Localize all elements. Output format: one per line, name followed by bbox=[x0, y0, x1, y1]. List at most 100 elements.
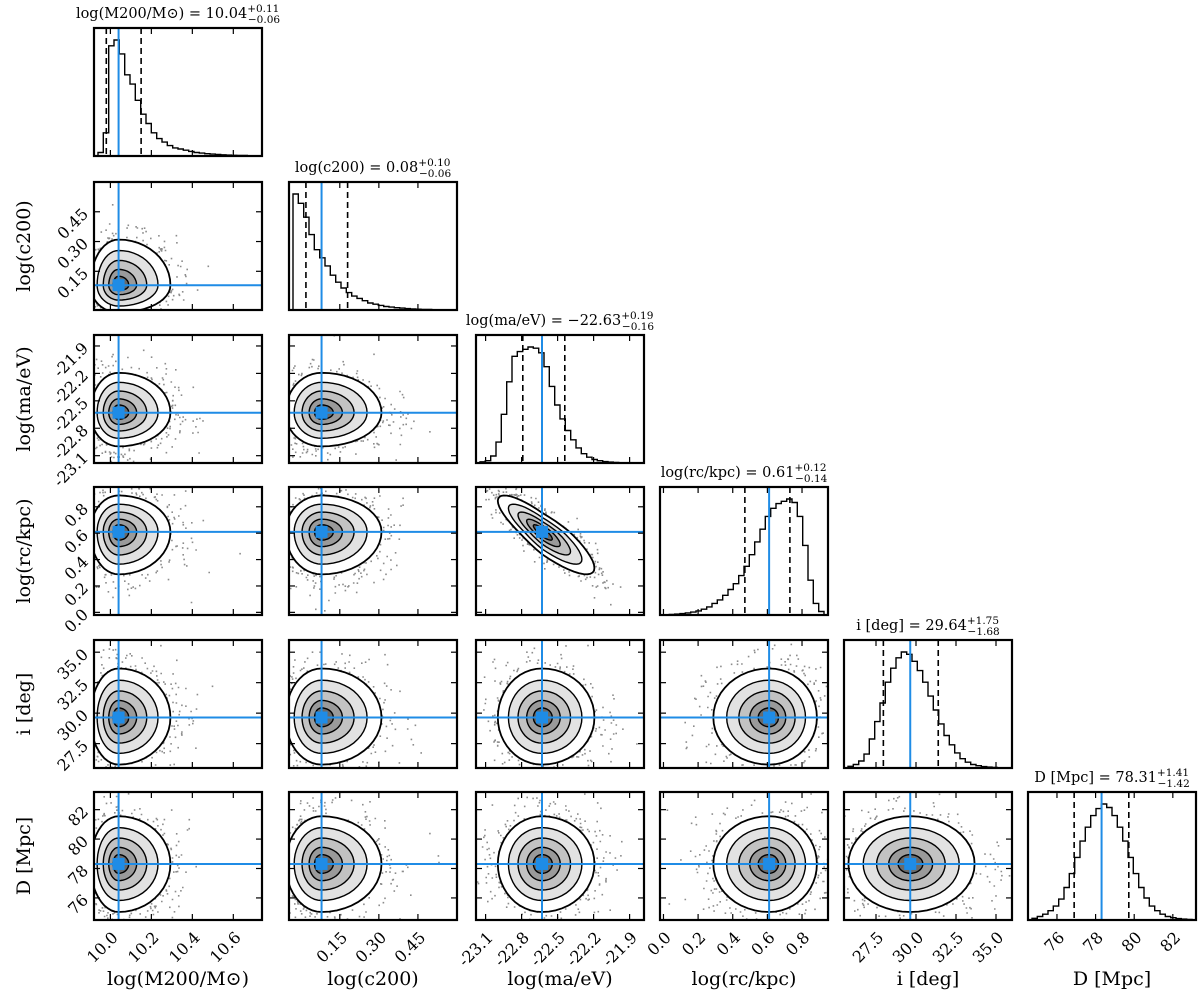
y-tick-label: 35.0 bbox=[53, 645, 92, 684]
x-tick-label: 10.4 bbox=[165, 928, 204, 967]
median-marker bbox=[763, 857, 776, 870]
title-minus: −0.06 bbox=[248, 14, 280, 26]
x-tick-label: 78 bbox=[1079, 928, 1107, 956]
panel-title: log(M200/M⊙) = 10.04+0.11−0.06 bbox=[76, 3, 280, 26]
title-minus: −0.14 bbox=[795, 473, 827, 485]
panel-frame bbox=[92, 638, 264, 770]
panel-2d-i-vs-logma bbox=[474, 638, 646, 770]
panel-content bbox=[289, 640, 457, 768]
panel-frame bbox=[287, 180, 459, 312]
x-axis-label: log(c200) bbox=[327, 968, 418, 990]
y-tick-label: 0.15 bbox=[53, 264, 92, 303]
x-tick-label: 10.6 bbox=[206, 928, 245, 967]
panel-frame bbox=[92, 333, 264, 465]
panel-frame bbox=[92, 485, 264, 617]
x-tick-label: 0.8 bbox=[782, 928, 813, 959]
title-minus: −1.68 bbox=[968, 626, 1000, 638]
title-minus: −1.42 bbox=[1158, 778, 1190, 790]
median-marker bbox=[904, 857, 917, 870]
x-tick-label: 0.30 bbox=[352, 928, 391, 967]
x-axis-label: i [deg] bbox=[897, 968, 960, 990]
y-tick-label: 0.2 bbox=[61, 579, 92, 610]
panel-content bbox=[94, 182, 262, 310]
median-marker bbox=[112, 279, 125, 292]
panel-frame bbox=[474, 638, 646, 770]
median-marker bbox=[112, 525, 125, 538]
panel-frame bbox=[474, 485, 646, 617]
title-text: log(c200) = 0.08 bbox=[295, 160, 418, 176]
median-marker bbox=[112, 406, 125, 419]
title-plus: +1.41 bbox=[1157, 767, 1189, 779]
y-tick-label: 0.30 bbox=[53, 234, 92, 273]
x-tick-label: 80 bbox=[1118, 928, 1146, 956]
x-tick-label: 32.5 bbox=[929, 928, 968, 967]
y-tick-label: 0.8 bbox=[61, 499, 92, 530]
panel-2d-D-vs-logma bbox=[474, 790, 646, 922]
y-tick-label: 78 bbox=[64, 861, 92, 889]
x-tick-label: 0.2 bbox=[678, 928, 709, 959]
panel-title: log(rc/kpc) = 0.61+0.12−0.14 bbox=[661, 462, 828, 485]
histogram-step bbox=[663, 498, 825, 616]
y-tick-label: 27.5 bbox=[53, 736, 92, 775]
x-tick-label: 35.0 bbox=[969, 928, 1008, 967]
y-axis-label: i [deg] bbox=[13, 673, 35, 736]
panel-frame bbox=[658, 485, 830, 617]
panel-title: i [deg] = 29.64+1.75−1.68 bbox=[856, 615, 999, 638]
panel-2d-D-vs-logrc bbox=[658, 790, 830, 922]
panel-2d-logrc-vs-logma bbox=[474, 485, 646, 617]
panel-content bbox=[289, 487, 457, 615]
histogram-step bbox=[97, 39, 259, 157]
panel-content bbox=[94, 640, 262, 768]
x-tick-label: -22.8 bbox=[490, 928, 532, 970]
x-tick-label: 30.0 bbox=[889, 928, 928, 967]
x-axis-label: D [Mpc] bbox=[1073, 968, 1151, 990]
panel-hist-logc: log(c200) = 0.08+0.10−0.06 bbox=[287, 157, 459, 312]
x-tick-label: 0.0 bbox=[643, 928, 674, 959]
histogram-step bbox=[479, 346, 641, 464]
x-axis-label: log(M200/M⊙) bbox=[107, 968, 249, 990]
panel-content bbox=[289, 335, 457, 463]
y-tick-label: 30.0 bbox=[53, 706, 92, 745]
x-tick-label: 0.45 bbox=[391, 928, 430, 967]
panel-frame bbox=[842, 638, 1014, 770]
median-marker bbox=[315, 857, 328, 870]
y-axis-label: log(ma/eV) bbox=[13, 346, 35, 451]
panel-2d-D-vs-i bbox=[842, 790, 1014, 922]
y-tick-label: 76 bbox=[64, 891, 92, 919]
panel-frame bbox=[474, 790, 646, 922]
median-marker bbox=[763, 711, 776, 724]
panel-frame bbox=[658, 638, 830, 770]
panel-title: D [Mpc] = 78.31+1.41−1.42 bbox=[1034, 767, 1190, 790]
title-plus: +0.12 bbox=[794, 462, 826, 474]
panel-content bbox=[289, 792, 457, 920]
panel-frame bbox=[658, 790, 830, 922]
panel-title: log(ma/eV) = −22.63+0.19−0.16 bbox=[466, 310, 655, 333]
panel-2d-D-vs-logM bbox=[92, 790, 264, 922]
panel-frame bbox=[287, 638, 459, 770]
panel-frame bbox=[92, 26, 264, 158]
x-tick-label: -23.1 bbox=[454, 928, 496, 970]
y-tick-label: 0.4 bbox=[61, 552, 92, 583]
panel-hist-logM: log(M200/M⊙) = 10.04+0.11−0.06 bbox=[76, 3, 280, 158]
x-tick-label: 27.5 bbox=[849, 928, 888, 967]
panel-frame bbox=[92, 180, 264, 312]
x-tick-label: -22.5 bbox=[526, 928, 568, 970]
y-tick-label: 80 bbox=[64, 832, 92, 860]
histogram-step bbox=[847, 651, 1009, 769]
panel-frame bbox=[474, 333, 646, 465]
panel-2d-i-vs-logrc bbox=[658, 638, 830, 770]
title-text: log(M200/M⊙) = 10.04 bbox=[76, 6, 247, 22]
x-axis-label: log(rc/kpc) bbox=[692, 968, 797, 990]
y-tick-label: 0.6 bbox=[61, 526, 92, 557]
median-marker bbox=[536, 857, 548, 870]
corner-panels: log(M200/M⊙) = 10.04+0.11−0.06 log(c200) … bbox=[76, 3, 1198, 922]
title-text: log(rc/kpc) = 0.61 bbox=[661, 465, 795, 481]
x-tick-label: 0.6 bbox=[747, 928, 778, 959]
y-tick-label: 0.0 bbox=[61, 605, 92, 636]
panel-2d-logc-vs-logM bbox=[92, 180, 264, 312]
title-plus: +0.19 bbox=[621, 310, 653, 322]
title-plus: +1.75 bbox=[967, 615, 999, 627]
panel-frame bbox=[1026, 790, 1198, 922]
panel-2d-logma-vs-logM bbox=[92, 333, 264, 465]
